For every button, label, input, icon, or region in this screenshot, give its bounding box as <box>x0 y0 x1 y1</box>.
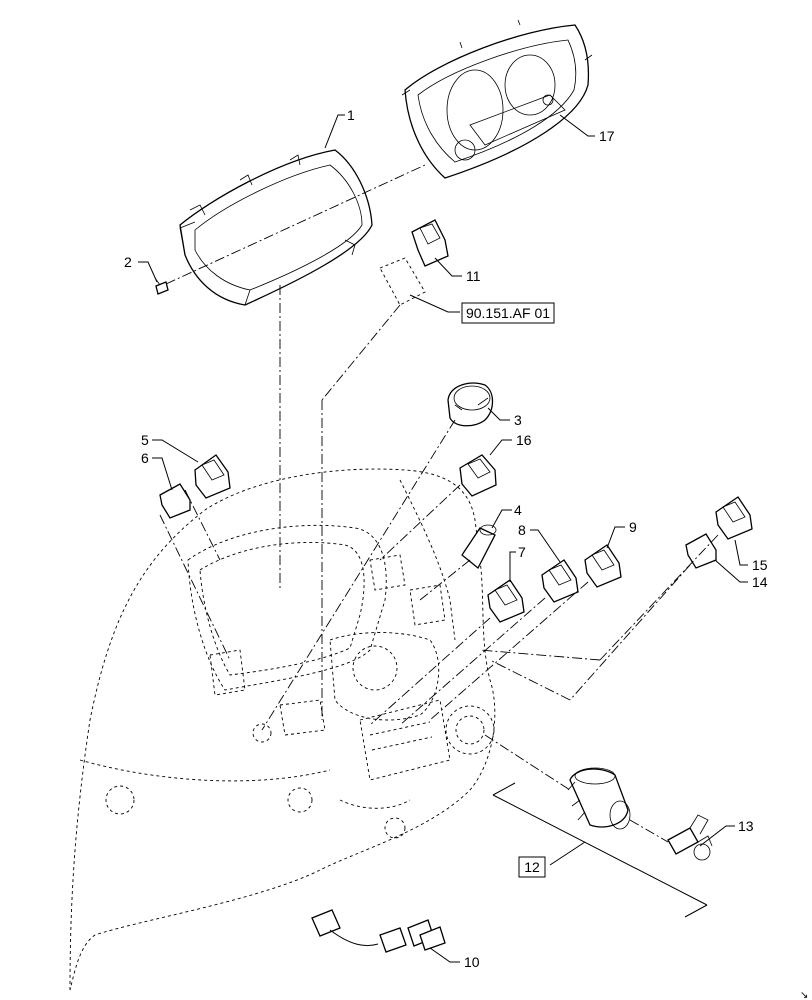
callout-6: 6 <box>141 450 149 466</box>
callout-3: 3 <box>514 412 522 428</box>
callout-15: 15 <box>752 557 768 573</box>
part-6-blank-cover <box>159 483 191 519</box>
dashboard-console <box>69 468 496 991</box>
callout-14: 14 <box>752 574 768 590</box>
part-10-harness <box>311 909 446 953</box>
reference-box[interactable]: 90.151.AF 01 <box>461 302 555 324</box>
part-17-cluster-bezel <box>401 19 593 179</box>
callout-9: 9 <box>629 519 637 535</box>
part-11-switch <box>379 219 449 306</box>
part-16-switch <box>459 454 497 497</box>
callout-13: 13 <box>738 818 754 834</box>
reference-section-label[interactable]: 90.151.AF 01 <box>466 305 550 321</box>
leader-lines <box>138 114 748 963</box>
callout-12: 12 <box>524 859 540 875</box>
ignition-switch <box>567 767 631 830</box>
group-12-box: 12 <box>518 856 546 878</box>
callout-4: 4 <box>514 502 522 518</box>
callout-numbers: 1 2 3 4 5 6 7 8 9 10 11 13 14 15 16 17 <box>124 107 768 970</box>
corner-mark: ↘ <box>800 990 808 1000</box>
callout-11: 11 <box>466 268 481 284</box>
callout-1: 1 <box>347 107 355 123</box>
part-3-knob <box>447 382 494 427</box>
callout-10: 10 <box>464 954 480 970</box>
part-2-screw <box>154 277 169 295</box>
callout-2: 2 <box>124 254 132 270</box>
part-5-switch <box>194 454 231 499</box>
callout-8: 8 <box>518 522 526 538</box>
part-1-cluster-body <box>179 149 373 306</box>
part-13-key <box>667 814 713 861</box>
group-12-bracket <box>492 782 708 918</box>
callout-5: 5 <box>141 432 149 448</box>
part-4-indicator <box>461 524 497 570</box>
part-14-blank-cover <box>685 533 717 569</box>
part-15-switch <box>715 496 753 540</box>
part-7-switch <box>487 579 525 623</box>
callout-17: 17 <box>599 128 615 144</box>
part-8-switch <box>541 559 579 603</box>
part-9-switch <box>584 544 622 588</box>
callout-7: 7 <box>518 544 526 560</box>
callout-16: 16 <box>516 432 532 448</box>
assembly-lines <box>159 164 719 843</box>
